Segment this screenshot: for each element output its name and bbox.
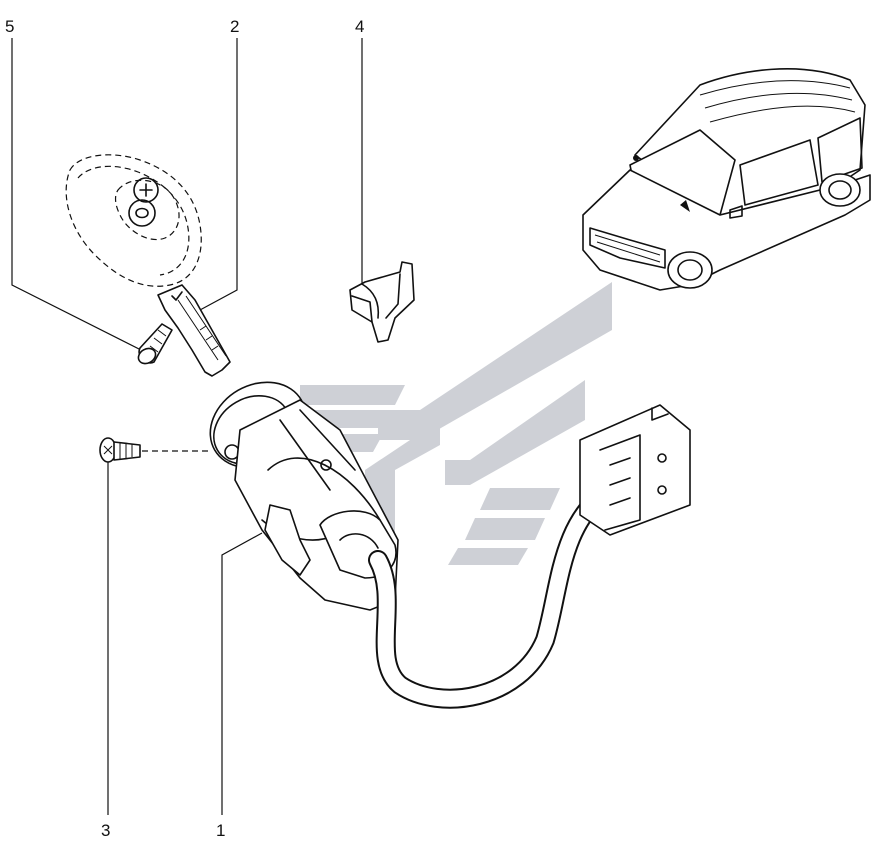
retaining-clip [349, 261, 415, 343]
fob-button-unlock-icon [128, 199, 156, 227]
callout-1: 1 [216, 821, 225, 840]
ignition-lock-assembly [209, 381, 691, 709]
small-screw [137, 323, 173, 365]
key-blade [157, 284, 231, 377]
leader-1 [221, 532, 263, 815]
fob-button-lock-icon [133, 177, 159, 203]
leader-5 [11, 38, 146, 353]
key-fob [65, 154, 202, 287]
long-screw [99, 437, 210, 463]
callout-labels: 5 2 4 3 1 [5, 17, 364, 840]
callout-2: 2 [230, 17, 239, 36]
callout-3: 3 [101, 821, 110, 840]
callout-4: 4 [355, 17, 364, 36]
leader-lines [11, 38, 363, 815]
callout-5: 5 [5, 17, 14, 36]
vehicle-illustration [582, 68, 871, 291]
leader-2 [199, 38, 238, 311]
